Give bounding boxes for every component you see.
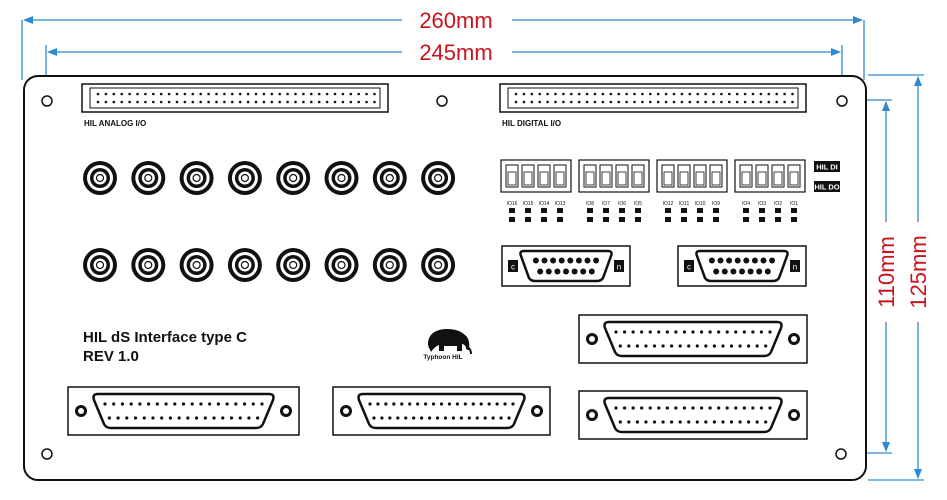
di-label: HIL DI — [816, 163, 838, 172]
dip-switch-label: IO7 — [602, 201, 610, 207]
dip-switch-label: IO5 — [634, 201, 642, 207]
digital-header — [499, 83, 807, 113]
dip-switch-label: IO4 — [742, 201, 750, 207]
bnc-connector — [421, 161, 456, 195]
bnc-connector — [227, 248, 262, 282]
board-revision: REV 1.0 — [83, 348, 139, 365]
bnc-connector — [276, 161, 311, 195]
bnc-connector — [421, 248, 456, 282]
analog-header — [81, 83, 389, 113]
overall-height-label: 125mm — [906, 235, 931, 308]
typhoon-logo: Typhoon HIL — [423, 329, 472, 361]
dip-switch-label: IO1 — [790, 201, 798, 207]
dip-switch-label: IO3 — [758, 201, 766, 207]
board-title: HIL dS Interface type C — [83, 329, 247, 346]
bnc-connector — [372, 248, 407, 282]
mounting-hole — [41, 95, 53, 107]
dip-switch-label: IO16 — [507, 201, 518, 207]
dip-switch-label: IO10 — [695, 201, 706, 207]
do-label: HIL DO — [814, 183, 839, 192]
bnc-connector — [83, 248, 117, 282]
dsub-letter: n — [793, 263, 797, 272]
dsub37-connector — [578, 390, 808, 440]
dip-switch-label: IO15 — [523, 201, 534, 207]
dsub37-connector — [578, 314, 808, 364]
mounting-holes — [41, 95, 848, 460]
bnc-connector — [83, 161, 117, 195]
dip-switch-label: IO12 — [663, 201, 674, 207]
mounting-hole — [41, 448, 53, 460]
logo-text: Typhoon HIL — [423, 354, 462, 361]
dip-switch-label: IO2 — [774, 201, 782, 207]
bnc-connector — [324, 161, 359, 195]
dsub-letter: c — [511, 263, 515, 272]
overall-width-label: 260mm — [419, 8, 492, 33]
dsub37-connector — [67, 386, 300, 436]
bnc-connector — [179, 248, 214, 282]
hole-spacing-width-label: 245mm — [419, 40, 492, 65]
dip-switch-block: IO4 IO3 IO2 IO1 — [734, 159, 806, 222]
bnc-connector — [131, 161, 166, 195]
dip-switch-label: IO11 — [679, 201, 690, 207]
mounting-hole — [835, 448, 847, 460]
bnc-connector — [372, 161, 407, 195]
analog-header-label: HIL ANALOG I/O — [84, 119, 146, 128]
bnc-connector — [227, 161, 262, 195]
dip-switch-block: IO12 IO11 IO10 IO9 — [656, 159, 728, 222]
mounting-hole — [436, 95, 448, 107]
bnc-connectors — [83, 161, 456, 282]
dip-switch-blocks: IO16 IO15 IO14 IO13 IO8 IO7 IO6 IO5 IO12 IO11 IO10… — [500, 159, 806, 222]
elephant-icon — [428, 329, 472, 354]
hole-spacing-height-label: 110mm — [874, 236, 899, 308]
dip-switch-label: IO14 — [539, 201, 550, 207]
di-do-labels: HIL DI HIL DO — [814, 161, 840, 192]
dsub37-connector — [332, 386, 551, 436]
bnc-connector — [131, 248, 166, 282]
bnc-connector — [324, 248, 359, 282]
dip-switch-label: IO9 — [712, 201, 720, 207]
digital-header-label: HIL DIGITAL I/O — [502, 119, 561, 128]
bnc-connector — [276, 248, 311, 282]
dsub-letter: c — [687, 263, 691, 272]
dimension-annotations: 260mm 245mm 110mm 125mm — [21, 8, 931, 481]
dip-switch-block: IO16 IO15 IO14 IO13 — [500, 159, 572, 222]
mounting-hole — [836, 95, 848, 107]
bnc-connector — [179, 161, 214, 195]
dip-switch-label: IO8 — [586, 201, 594, 207]
dsub37-connectors — [67, 314, 808, 440]
dsub-letter: n — [617, 263, 621, 272]
dip-switch-block: IO8 IO7 IO6 IO5 — [578, 159, 650, 222]
dip-switch-label: IO6 — [618, 201, 626, 207]
dip-switch-label: IO13 — [555, 201, 566, 207]
